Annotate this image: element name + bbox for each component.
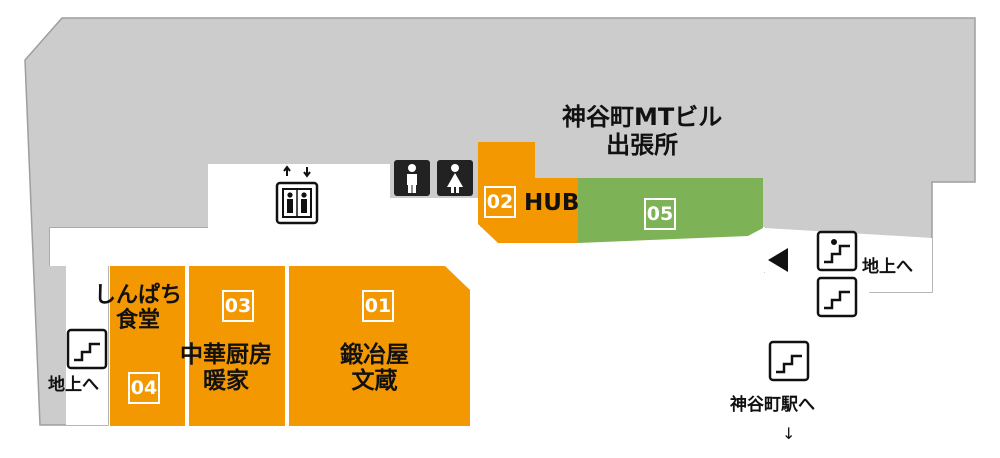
- building-name: 神谷町MTビル 出張所: [562, 103, 723, 159]
- shop-04-area: [110, 266, 185, 426]
- shop-05-area: [578, 178, 763, 243]
- shop-number-05: 05: [644, 198, 676, 230]
- left-arrow-icon: [768, 248, 788, 272]
- male-restroom-icon: [394, 160, 430, 196]
- stairs-icon: [816, 276, 858, 318]
- stairs-icon: [816, 230, 858, 272]
- shop-name-tanya: 鍛冶屋 文蔵: [340, 342, 409, 395]
- female-restroom-icon: [437, 160, 473, 196]
- shop-name-chuka: 中華厨房 暖家: [180, 342, 272, 395]
- down-arrow: ↓: [782, 424, 796, 443]
- shop-number-01: 01: [362, 290, 394, 322]
- elevator-icon: [275, 165, 319, 225]
- exit-label-left: 地上へ: [48, 375, 99, 395]
- shop-03-area: [189, 266, 285, 426]
- shop-01-area: [289, 266, 470, 426]
- shop-name-hub: HUB: [524, 190, 580, 216]
- shop-number-03: 03: [222, 290, 254, 322]
- stairs-icon: [66, 328, 108, 370]
- exit-label-right: 地上へ: [862, 257, 913, 277]
- shop-name-shinpachi: しんぱち 食堂: [94, 283, 183, 334]
- stairs-icon: [768, 340, 810, 382]
- shop-number-02: 02: [484, 186, 516, 218]
- shop-number-04: 04: [128, 372, 160, 404]
- to-station-label: 神谷町駅へ: [730, 395, 815, 415]
